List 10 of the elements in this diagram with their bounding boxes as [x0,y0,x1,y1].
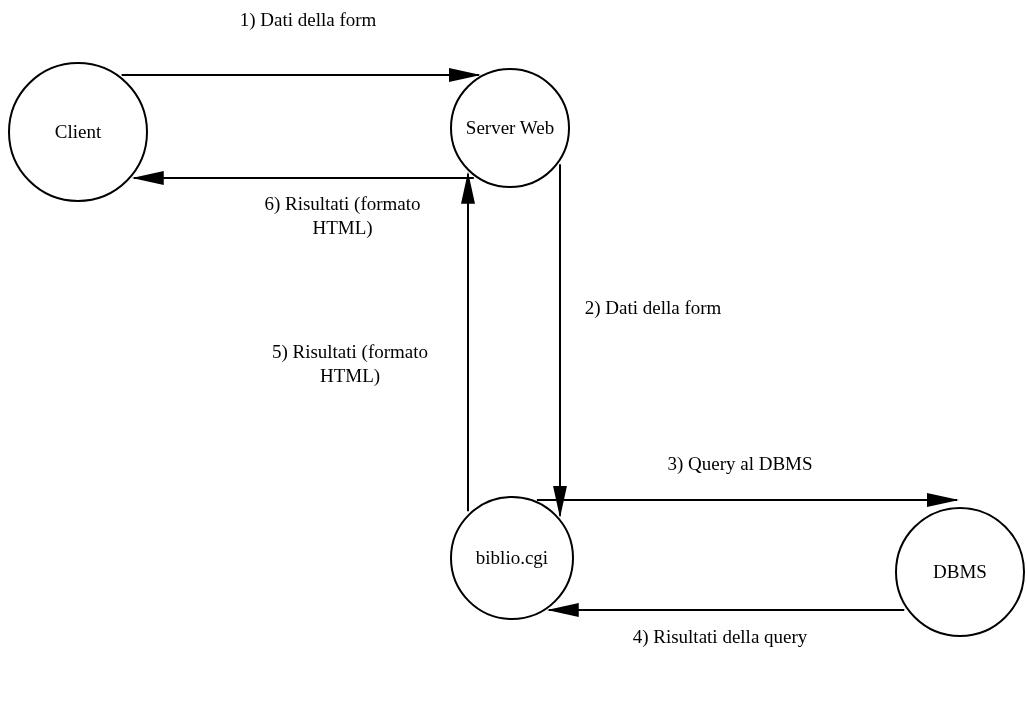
arrow [553,163,567,518]
node-label: Server Web [464,116,556,140]
arrow [535,493,959,507]
arrow [120,68,481,82]
arrow [461,171,475,513]
node-label: DBMS [932,560,988,584]
arrow [546,603,906,617]
node-label: biblio.cgi [474,546,550,570]
arrow [131,171,475,185]
node-label: Client [53,120,103,144]
